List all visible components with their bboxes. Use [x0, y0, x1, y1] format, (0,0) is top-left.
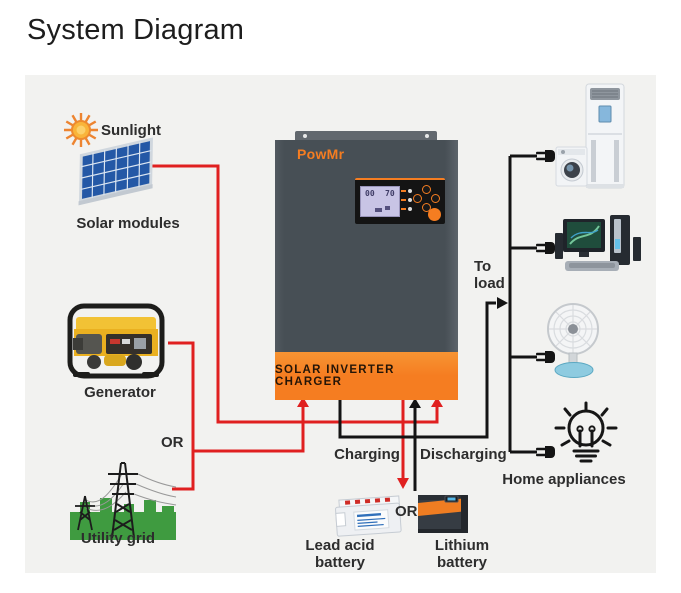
fan-icon — [547, 303, 599, 378]
lithium-battery-icon — [418, 495, 468, 533]
lcd-value-left: 00 — [365, 189, 375, 198]
lcd-flow-glyph — [385, 206, 390, 210]
air-conditioner-icon — [585, 83, 625, 189]
led-label-mark — [401, 208, 406, 210]
solar-modules-label: Solar modules — [76, 215, 180, 232]
utility-grid-label: Utility grid — [80, 530, 156, 547]
status-led — [408, 207, 412, 211]
led-label-mark — [401, 199, 406, 201]
computer-icon — [555, 215, 641, 271]
charging-label: Charging — [334, 446, 400, 463]
screw-hole — [425, 133, 429, 138]
screw-hole — [303, 133, 307, 138]
inverter: PowMr 00 70 SOLAR INVERTER CHARGER — [275, 140, 458, 400]
lcd-battery-glyph — [375, 208, 382, 212]
generator-label: Generator — [84, 384, 156, 401]
home-appliances-label: Home appliances — [502, 471, 626, 488]
solar-panel-icon — [78, 137, 153, 206]
discharging-label: Discharging — [420, 446, 507, 463]
or-batteries-label: OR — [395, 503, 418, 520]
left-button — [413, 194, 422, 203]
lithium-battery-label: Lithium battery — [434, 537, 490, 571]
generator-icon — [67, 303, 165, 379]
inverter-lcd-display: 00 70 — [360, 186, 400, 217]
or-sources-label: OR — [161, 434, 184, 451]
washing-machine-icon — [555, 146, 588, 187]
status-led — [408, 198, 412, 202]
enter-button — [428, 208, 441, 221]
light-bulb-icon — [554, 401, 618, 463]
page-title: System Diagram — [27, 14, 245, 46]
up-button — [422, 185, 431, 194]
inverter-control-panel: 00 70 — [355, 178, 445, 224]
led-label-mark — [401, 190, 406, 192]
sun-icon — [64, 113, 98, 147]
right-button — [431, 194, 440, 203]
down-button — [422, 203, 431, 212]
inverter-band-label: SOLAR INVERTER CHARGER — [275, 352, 458, 400]
lcd-value-right: 70 — [385, 189, 395, 198]
inverter-mounting-bracket — [295, 131, 437, 140]
inverter-brand-logo: PowMr — [297, 146, 345, 162]
utility-grid-icon — [70, 462, 177, 540]
sunlight-label: Sunlight — [101, 122, 161, 139]
to-load-label: To load — [474, 258, 505, 293]
lead-acid-battery-icon — [335, 495, 402, 537]
lead-acid-battery-label: Lead acid battery — [305, 537, 375, 571]
status-led — [408, 189, 412, 193]
